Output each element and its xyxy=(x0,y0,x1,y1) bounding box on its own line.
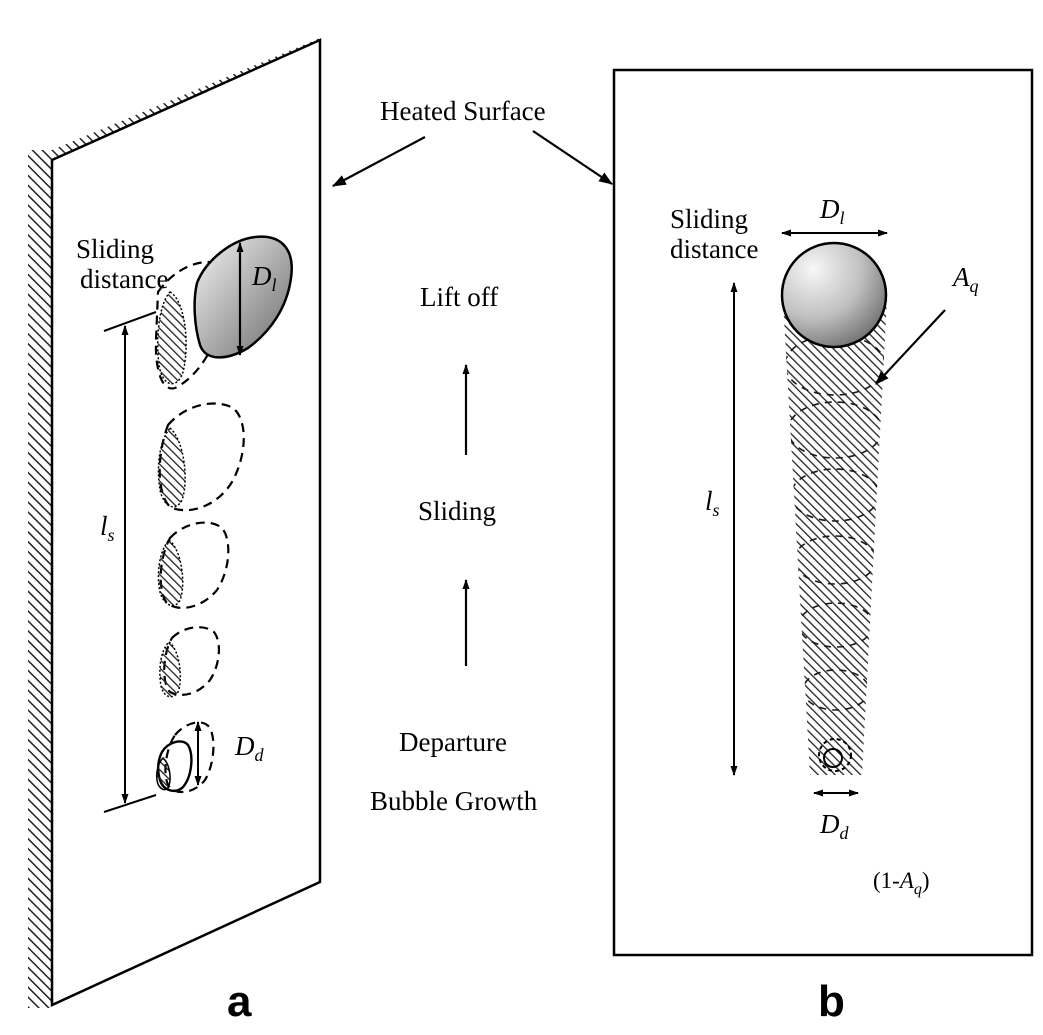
contact-patch-hatched xyxy=(157,426,186,508)
bubble-sliding-2 xyxy=(157,402,245,512)
bubble-departure-a xyxy=(156,721,215,794)
ls-symbol-a: ls xyxy=(100,511,115,545)
bubble-liftoff-b xyxy=(780,241,888,349)
departure-label: Departure xyxy=(399,727,507,757)
dd-symbol-b: Dd xyxy=(819,809,850,843)
heated-surface-arrow-b xyxy=(532,130,613,185)
panel-b: Sliding distance Dl Aq ls Dd (1-Aq) xyxy=(612,68,1034,957)
dl-symbol-a: Dl xyxy=(251,261,277,295)
dd-symbol-a: Dd xyxy=(234,731,265,765)
heated-surface-arrow-a xyxy=(331,136,426,187)
contact-patch-hatched xyxy=(156,291,187,385)
process-labels: Heated Surface Lift off Sliding Departur… xyxy=(331,96,613,816)
heated-surface-plate-a xyxy=(50,38,322,1007)
bubble-trace-dashed xyxy=(164,721,215,794)
one-minus-aq-label: (1-Aq) xyxy=(873,868,930,898)
bubble-sliding-3 xyxy=(157,521,230,609)
lift-off-label: Lift off xyxy=(420,282,498,312)
sliding-distance-label-b-line1: Sliding xyxy=(670,204,748,234)
bubble-trace-dashed xyxy=(154,260,227,390)
contact-patch-hatched xyxy=(159,641,181,698)
panel-label-a: a xyxy=(227,977,252,1026)
ls-top-tick xyxy=(103,311,157,332)
aq-symbol: Aq xyxy=(951,262,979,296)
tapered-hatched-area xyxy=(783,300,887,775)
dl-symbol-b: Dl xyxy=(819,194,845,228)
aq-pointer-arrow xyxy=(875,309,946,385)
contact-patch-hatched xyxy=(156,756,171,791)
sliding-distance-label-a-line1: Sliding xyxy=(76,234,154,264)
sliding-distance-label-b-line2: distance xyxy=(670,234,758,264)
departure-bubble-b xyxy=(818,738,852,772)
bubble-liftoff-a xyxy=(154,235,293,390)
ls-bottom-tick xyxy=(103,794,157,813)
ls-symbol-b: ls xyxy=(705,486,720,520)
bubble-growth-label: Bubble Growth xyxy=(370,786,538,816)
sliding-distance-label-a-line2: distance xyxy=(80,264,168,294)
panel-a: Sliding distance Dl ls Dd xyxy=(28,38,322,1008)
heated-surface-label: Heated Surface xyxy=(380,96,546,126)
bubble-sliding-4 xyxy=(159,626,220,698)
contact-patch-hatched xyxy=(157,538,184,607)
sliding-label: Sliding xyxy=(418,496,496,526)
departure-bubble-b-inner xyxy=(823,748,843,768)
panel-label-b: b xyxy=(818,977,845,1026)
